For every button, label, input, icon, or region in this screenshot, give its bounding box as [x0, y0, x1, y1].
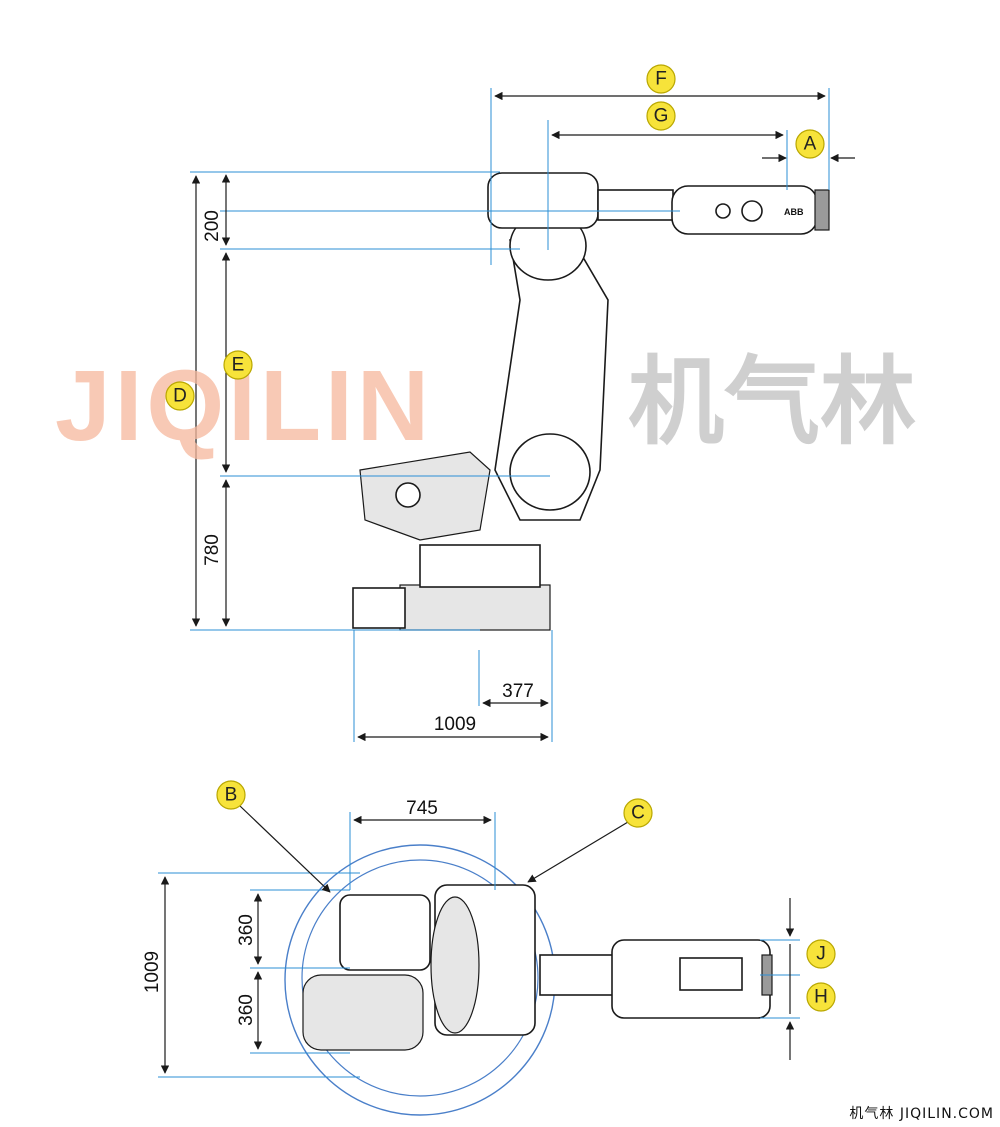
axis2-joint	[509, 433, 591, 511]
dim-1009-side-label: 1009	[434, 714, 476, 735]
svg-text:C: C	[631, 803, 645, 824]
wrist-hole	[715, 203, 731, 219]
callout-J: J	[806, 939, 836, 969]
callout-H: H	[806, 982, 836, 1012]
callout-A: A	[795, 129, 825, 159]
rear-motor	[359, 451, 491, 541]
wrist-hole	[741, 200, 763, 222]
top-view-robot	[284, 844, 773, 1116]
dim-360-lower-label: 360	[236, 994, 257, 1026]
dim-780-label: 780	[202, 534, 223, 566]
dim-745-label: 745	[406, 798, 438, 819]
callout-C: C	[623, 798, 653, 828]
callout-G: G	[646, 101, 676, 131]
top-wrist-face	[679, 957, 743, 991]
top-motor	[302, 974, 424, 1051]
side-view-dimensions: 200 780 377 1009	[190, 88, 855, 742]
robot-turret	[419, 544, 541, 588]
axis2-cap	[395, 482, 421, 508]
top-forearm	[539, 954, 616, 996]
callout-B: B	[216, 780, 246, 810]
svg-text:J: J	[816, 944, 826, 965]
svg-text:A: A	[804, 134, 817, 155]
forearm-tube	[597, 189, 674, 221]
svg-text:G: G	[654, 106, 669, 127]
top-turret	[339, 894, 431, 971]
robot-base	[399, 584, 551, 631]
leader-C	[527, 821, 629, 883]
site-footer: 机气林 JIQILIN.COM	[849, 1106, 994, 1122]
svg-text:E: E	[232, 355, 245, 376]
svg-text:H: H	[814, 987, 828, 1008]
top-axis2-motor	[430, 896, 480, 1034]
watermark-chinese: 机气林	[628, 346, 916, 458]
svg-text:F: F	[655, 69, 667, 90]
dim-200-label: 200	[202, 210, 223, 242]
svg-text:D: D	[173, 386, 187, 407]
leader-B	[239, 805, 331, 893]
dim-1009-top-label: 1009	[142, 951, 163, 993]
upper-arm-housing	[487, 172, 599, 229]
callout-D: D	[165, 381, 195, 411]
svg-text:B: B	[225, 785, 238, 806]
dim-360-upper-label: 360	[236, 914, 257, 946]
base-cable-box	[352, 587, 406, 629]
reach-circle-inner	[301, 859, 539, 1097]
abb-logo: ABB	[784, 207, 804, 217]
dim-377-label: 377	[502, 681, 534, 702]
tool-flange	[814, 189, 830, 231]
callout-F: F	[646, 64, 676, 94]
top-view-dimensions: 745 1009 360 360	[142, 798, 800, 1078]
callout-E: E	[223, 350, 253, 380]
